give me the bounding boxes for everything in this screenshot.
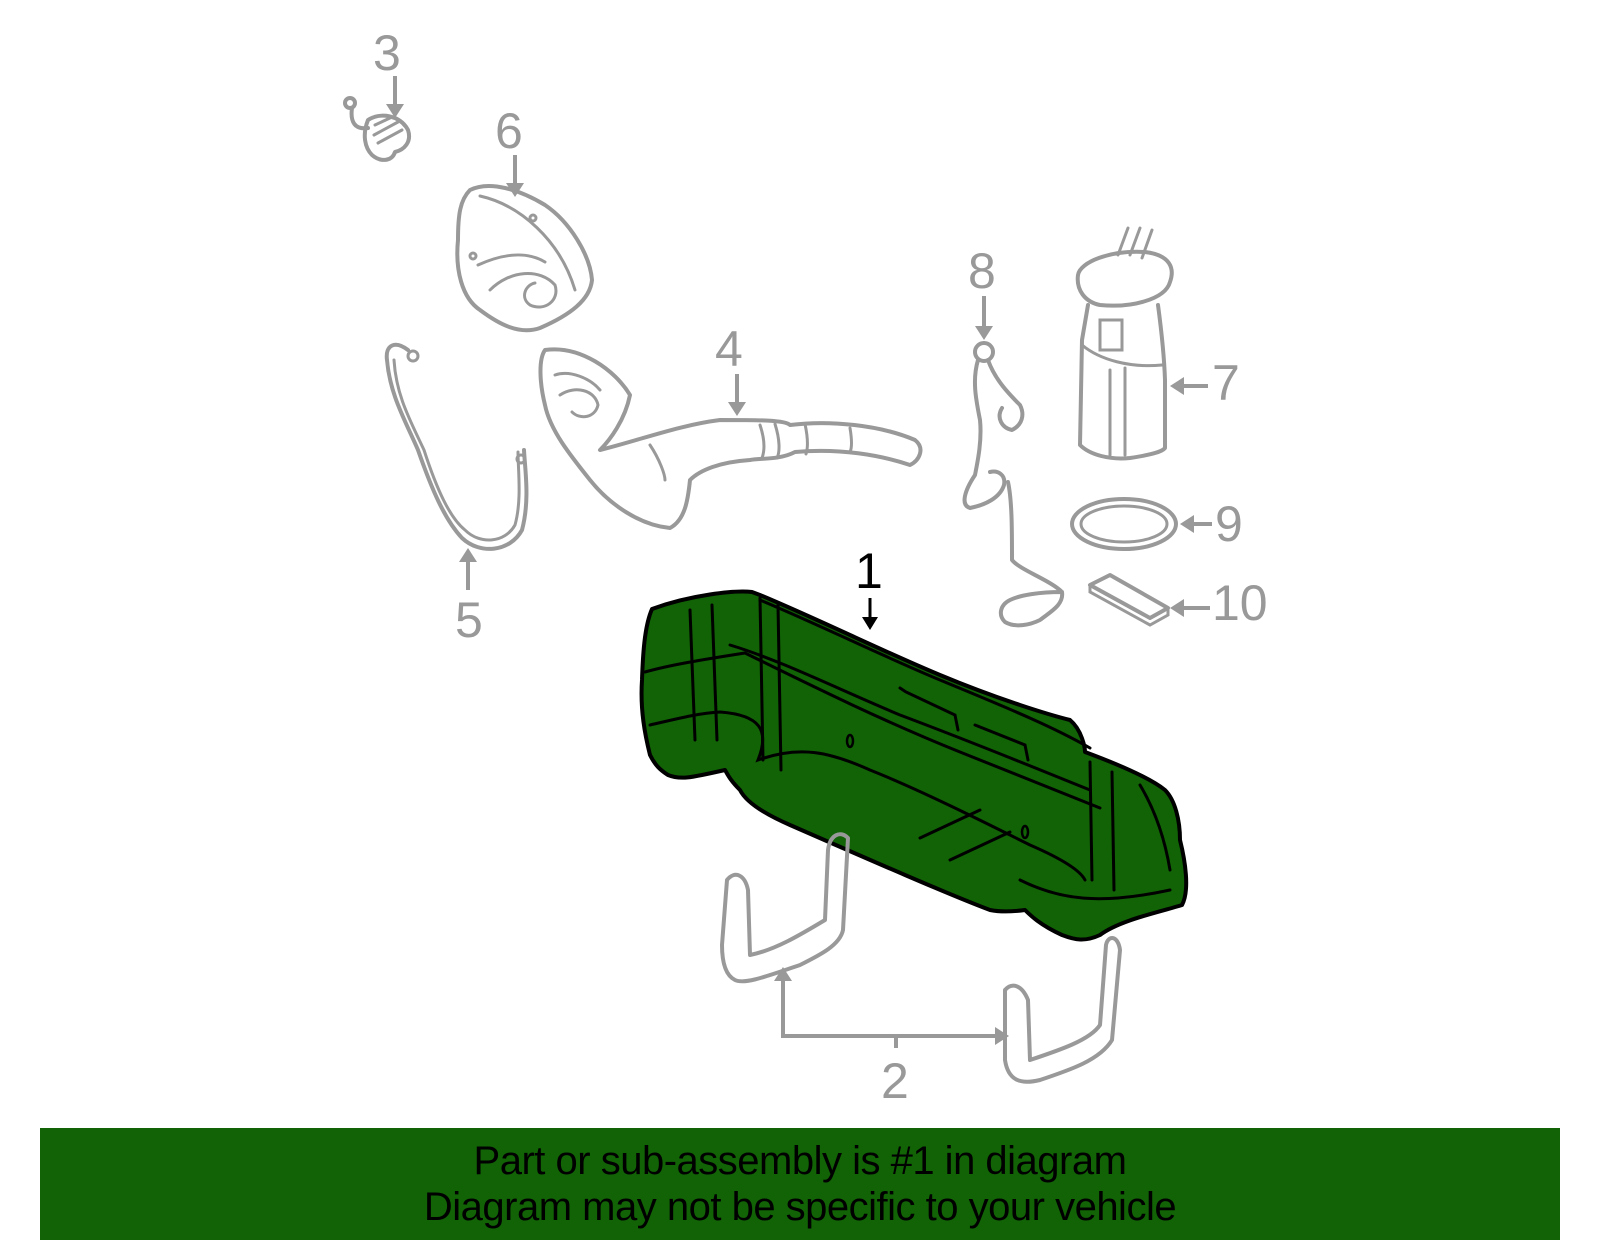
callout-10[interactable]: 10 xyxy=(1212,575,1268,631)
arrow-icon xyxy=(862,617,878,630)
arrow-icon xyxy=(459,548,477,562)
fuel-level-sensor-part[interactable] xyxy=(962,341,1065,628)
callout-3[interactable]: 3 xyxy=(373,25,401,81)
parts-diagram: 3 6 5 4 8 xyxy=(343,25,1268,1109)
fuel-tank-part[interactable] xyxy=(639,589,1189,942)
arrow-icon xyxy=(995,1027,1009,1045)
callout-7[interactable]: 7 xyxy=(1212,355,1240,411)
arrow-icon xyxy=(1170,377,1184,395)
strainer-part[interactable] xyxy=(1088,573,1170,627)
ground-strap-part[interactable] xyxy=(384,342,529,551)
callout-9[interactable]: 9 xyxy=(1215,496,1243,552)
arrow-icon xyxy=(506,183,524,197)
pump-seal-part[interactable] xyxy=(1070,497,1178,551)
fuel-cap-part[interactable] xyxy=(343,96,411,162)
arrow-icon xyxy=(1170,599,1184,617)
callout-5[interactable]: 5 xyxy=(455,592,483,648)
arrow-icon xyxy=(1180,515,1194,533)
tank-straps-part[interactable] xyxy=(720,832,1122,1084)
arrow-icon xyxy=(386,104,404,118)
disclaimer-banner: Part or sub-assembly is #1 in diagram Di… xyxy=(40,1128,1560,1240)
banner-line-1: Part or sub-assembly is #1 in diagram xyxy=(473,1139,1127,1183)
callout-8[interactable]: 8 xyxy=(968,243,996,299)
arrow-icon xyxy=(774,967,792,981)
filler-housing-part[interactable] xyxy=(455,183,594,333)
fuel-pump-module-part[interactable] xyxy=(1075,226,1174,461)
arrow-icon xyxy=(975,326,993,340)
callout-2-leader xyxy=(781,981,995,1038)
callout-6[interactable]: 6 xyxy=(495,103,523,159)
callout-2[interactable]: 2 xyxy=(881,1053,909,1109)
callout-4[interactable]: 4 xyxy=(715,321,743,377)
arrow-icon xyxy=(728,402,746,416)
filler-pipe-part[interactable] xyxy=(538,347,923,530)
callout-1[interactable]: 1 xyxy=(855,543,883,599)
banner-line-2: Diagram may not be specific to your vehi… xyxy=(423,1185,1177,1229)
